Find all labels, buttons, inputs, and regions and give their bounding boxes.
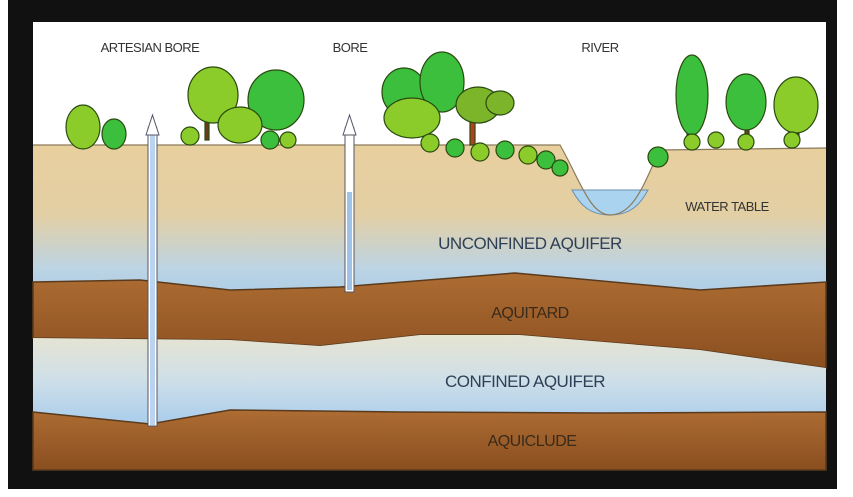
label-artesian-bore: ARTESIAN BORE — [101, 40, 201, 55]
label-water-table: WATER TABLE — [685, 199, 769, 214]
label-aquiclude: AQUICLUDE — [488, 433, 577, 450]
confined-aquifer-layer — [33, 335, 826, 424]
bore-pipe — [342, 113, 357, 293]
label-confined-aquifer: CONFINED AQUIFER — [445, 372, 605, 391]
label-bore: BORE — [333, 40, 369, 55]
label-river: RIVER — [581, 40, 618, 55]
artesian-bore-pipe — [145, 113, 160, 427]
label-unconfined-aquifer: UNCONFINED AQUIFER — [438, 234, 622, 253]
unconfined-aquifer-layer — [33, 145, 826, 300]
trees — [65, 51, 819, 177]
aquiclude-layer — [32, 409, 827, 471]
label-aquitard: AQUITARD — [491, 305, 568, 322]
ground-surface-line — [33, 144, 827, 216]
